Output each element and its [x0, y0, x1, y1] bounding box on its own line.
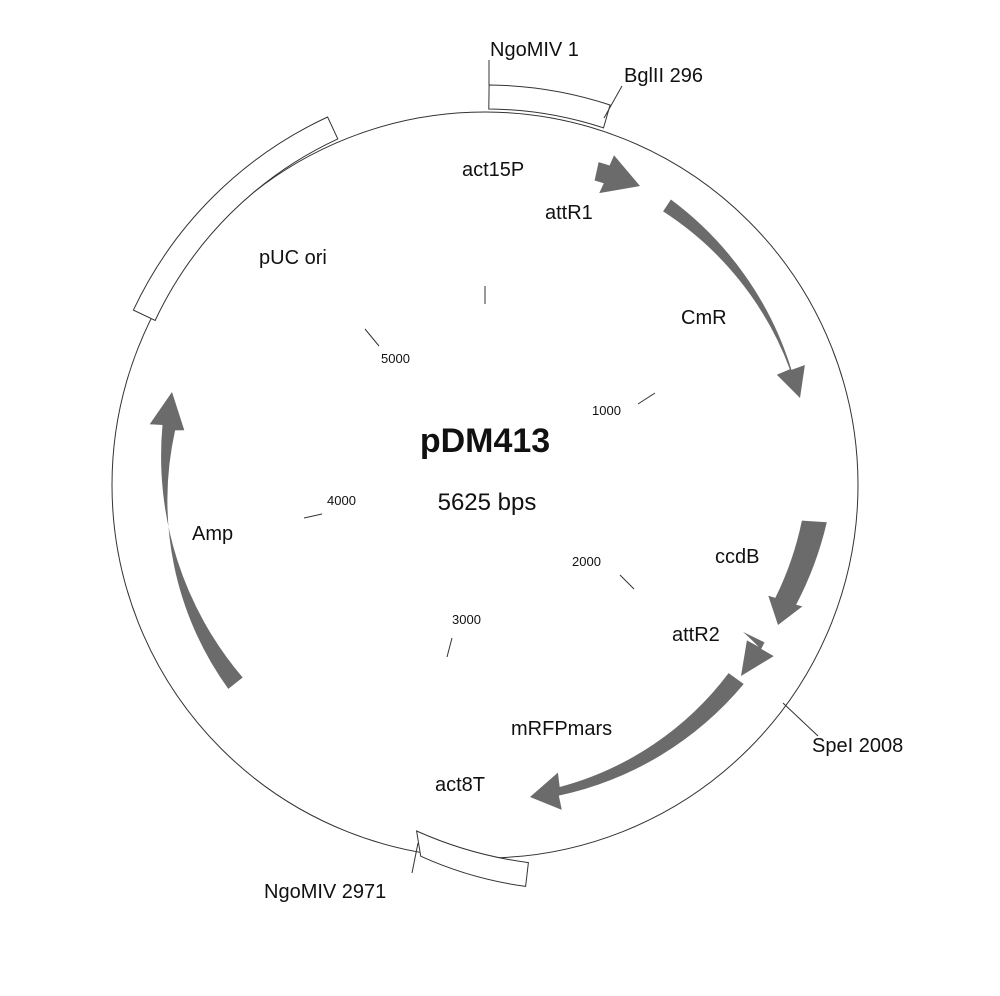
feature-label-CmR: CmR: [681, 307, 727, 329]
tick-label-5000: 5000: [381, 351, 410, 366]
feature-box-bottom: [415, 830, 529, 887]
arrow-mRFPmars: [530, 673, 744, 810]
site-line-spei-2008: [782, 702, 819, 737]
tick-mark-1000: [637, 392, 656, 405]
tick-label-1000: 1000: [592, 403, 621, 418]
plasmid-backbone: [111, 111, 859, 859]
plasmid-size: 5625 bps: [438, 489, 537, 516]
site-label-spei-2008: SpeI 2008: [812, 735, 903, 757]
feature-label-act15P: act15P: [462, 159, 524, 181]
site-line-bglii-296: [603, 85, 623, 119]
tick-label-3000: 3000: [452, 612, 481, 627]
feature-box-pUC-ori: [132, 116, 339, 322]
feature-label-mRFPmars: mRFPmars: [511, 718, 612, 740]
arrow-CmR: [663, 199, 805, 398]
site-label-ngomiv-2971: NgoMIV 2971: [264, 881, 386, 903]
arrow-ccdB: [768, 520, 827, 625]
feature-label-attR1: attR1: [545, 202, 593, 224]
tick-mark-4000: [303, 513, 323, 519]
site-label-ngomiv-1: NgoMIV 1: [490, 39, 579, 61]
feature-label-attR2: attR2: [672, 624, 720, 646]
feature-label-ccdB: ccdB: [715, 546, 759, 568]
feature-label-Amp: Amp: [192, 523, 233, 545]
tick-label-4000: 4000: [327, 493, 356, 508]
feature-label-pUC-ori: pUC ori: [259, 247, 327, 269]
plasmid-name: pDM413: [420, 422, 550, 460]
tick-mark-5000: [364, 328, 380, 347]
arrow-Amp: [149, 392, 243, 689]
tick-mark-2000: [619, 574, 635, 590]
site-label-bglii-296: BglII 296: [624, 65, 703, 87]
site-line-ngomiv-2971: [411, 842, 419, 874]
tick-label-2000: 2000: [572, 554, 601, 569]
feature-box-top: [488, 84, 611, 129]
tick-mark-3000: [446, 637, 453, 658]
feature-label-act8T: act8T: [435, 774, 485, 796]
arrow-act15P: [594, 155, 640, 194]
arrow-attR2: [741, 631, 774, 676]
